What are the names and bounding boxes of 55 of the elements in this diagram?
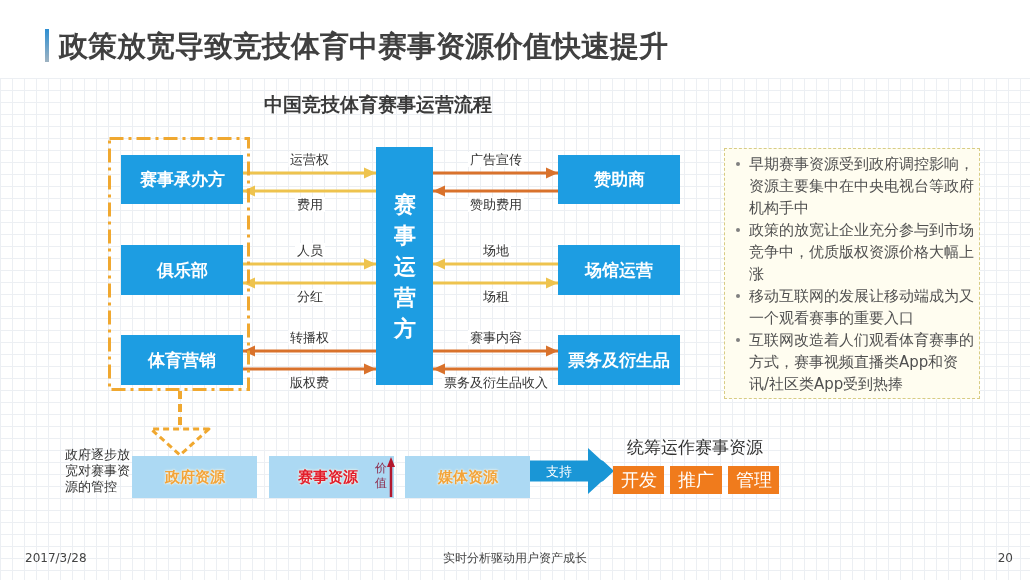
process-box: 体育营销 [121,335,243,385]
edge-label: 支持 [544,463,574,479]
section-heading: 统筹运作赛事资源 [627,436,763,458]
annotation-text: 政府逐步放宽对赛事资源的管控 [65,447,131,495]
arrow [433,185,558,197]
task-box: 推广 [670,466,722,494]
edge-label: 分红 [294,289,325,304]
edge-label: 票务及衍生品收入 [441,375,550,390]
arrow [433,258,558,270]
note-text: 政策的放宽让企业充分参与到市场竞争中，优质版权资源价格大幅上涨 [749,220,975,285]
resource-box [269,456,394,498]
resource-label: 赛事资源 [297,467,359,488]
task-box: 开发 [613,466,664,494]
note-box [724,148,980,399]
process-box: 场馆运营 [558,245,680,295]
resource-box: 媒体资源 [405,456,530,498]
subtitle: 中国竞技体育赛事运营流程 [264,92,492,116]
edge-label: 赛事内容 [467,330,524,345]
arrow-caption: 价值 [375,461,387,491]
arrow [243,277,376,289]
process-box: 赞助商 [558,155,680,204]
page-number: 20 [997,550,1013,566]
edge-label: 场租 [480,289,511,304]
arrow [433,277,558,289]
arrow [243,185,376,197]
footer-text: 实时分析驱动用户资产成长 [443,550,587,566]
edge-label: 转播权 [288,330,331,345]
task-box: 管理 [728,466,779,494]
note-text: 早期赛事资源受到政府调控影响，资源主要集中在中央电视台等政府机构手中 [749,154,975,219]
note-text: 互联网改造着人们观看体育赛事的方式，赛事视频直播类App和资讯/社区类App受到热捧 [749,330,975,395]
arrow [433,167,558,179]
note-text: 移动互联网的发展让移动端成为又一个观看赛事的重要入口 [749,286,975,329]
arrow [243,363,376,375]
edge-label: 运营权 [288,152,331,167]
edge-label: 版权费 [288,375,331,390]
arrow [243,167,376,179]
process-box: 赛事运营方 [376,147,433,385]
arrow [433,345,558,357]
resource-box: 政府资源 [132,456,257,498]
footer-date: 2017/3/28 [25,550,87,566]
block-arrow [530,448,613,494]
group-frame [108,137,250,391]
process-box: 赛事承办方 [121,155,243,204]
edge-label: 赞助费用 [467,197,524,212]
dashed-arrow [149,391,211,457]
edge-label: 广告宣传 [467,152,524,167]
arrow [433,363,558,375]
slide-title: 政策放宽导致竞技体育中赛事资源价值快速提升 [59,28,668,65]
arrow [243,258,376,270]
process-box: 票务及衍生品 [558,335,680,385]
edge-label: 费用 [294,197,325,212]
edge-label: 场地 [480,243,511,258]
arrow [243,345,376,357]
edge-label: 人员 [294,243,325,258]
process-box: 俱乐部 [121,245,243,295]
